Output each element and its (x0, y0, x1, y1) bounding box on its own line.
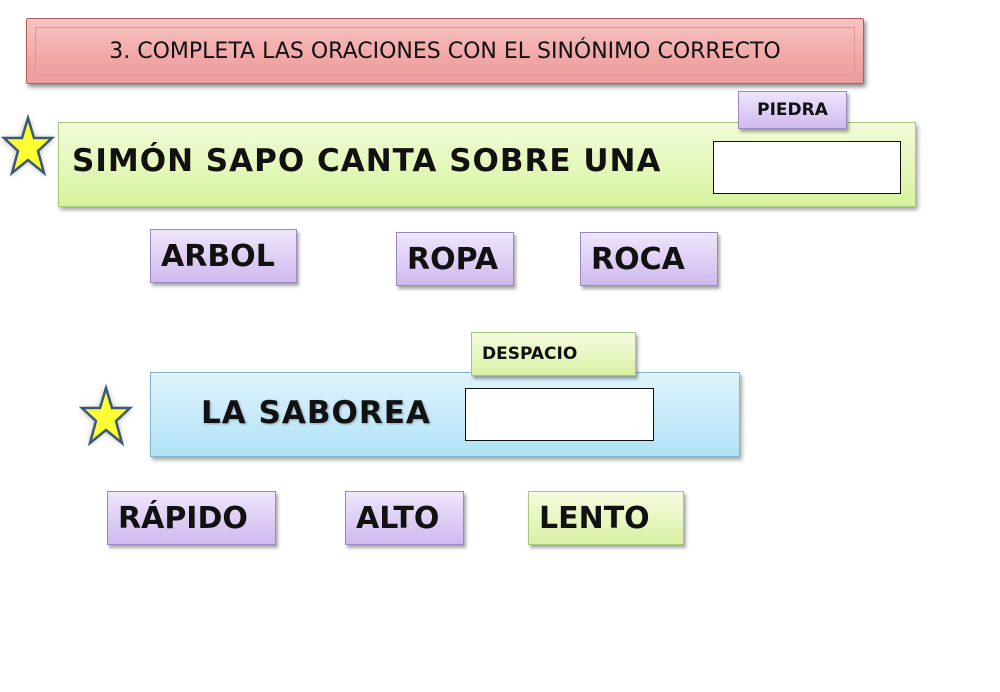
option-ropa[interactable]: ROPA (396, 232, 514, 286)
question-1-hint-word: PIEDRA (738, 91, 847, 129)
instruction-banner: 3. COMPLETA LAS ORACIONES CON EL SINÓNIM… (26, 18, 864, 84)
option-arbol[interactable]: ARBOL (150, 229, 297, 283)
option-alto[interactable]: ALTO (345, 491, 464, 545)
question-1-answer-dropzone[interactable] (713, 141, 901, 194)
star-icon (78, 382, 134, 450)
instruction-title: 3. COMPLETA LAS ORACIONES CON EL SINÓNIM… (35, 27, 855, 75)
question-1-sentence: SIMÓN SAPO CANTA SOBRE UNA (72, 143, 662, 179)
option-rapido[interactable]: RÁPIDO (107, 491, 276, 545)
question-2-sentence-box: LA SABOREA (150, 372, 740, 457)
question-2-sentence: LA SABOREA (201, 395, 431, 431)
question-2-answer-dropzone[interactable] (465, 388, 654, 441)
star-icon (0, 112, 56, 180)
question-1-sentence-box: SIMÓN SAPO CANTA SOBRE UNA (58, 122, 916, 207)
question-2-hint-word: DESPACIO (471, 332, 636, 376)
option-lento[interactable]: LENTO (528, 491, 684, 545)
option-roca[interactable]: ROCA (580, 232, 718, 286)
